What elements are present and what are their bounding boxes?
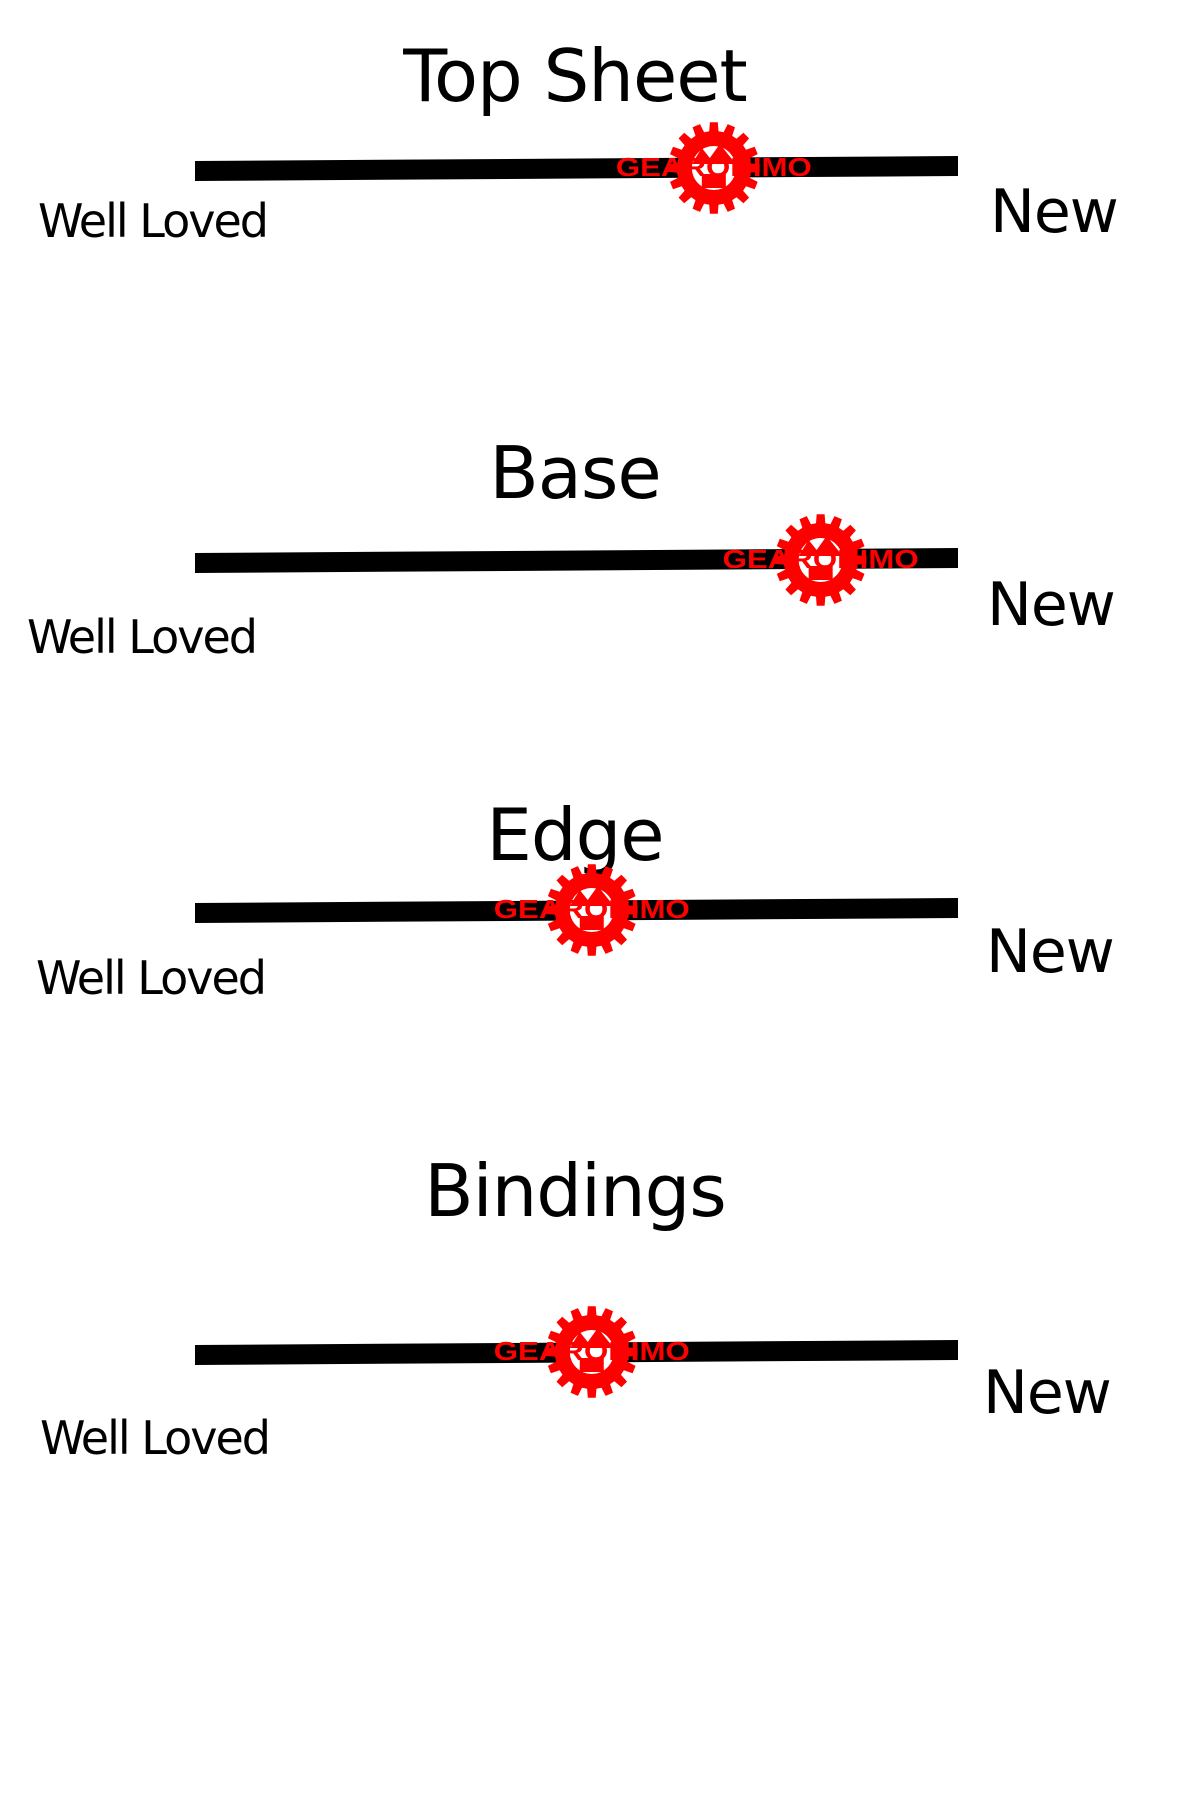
brand-wordmark: GEARONIMO xyxy=(494,1336,690,1366)
gearonimo-rating-marker: GEARONIMO xyxy=(494,864,690,956)
new-label: New xyxy=(983,1358,1112,1428)
scale-title: Bindings xyxy=(424,1149,727,1233)
well-loved-label: Well Loved xyxy=(36,951,267,1005)
gear-base-mark xyxy=(701,174,726,188)
scale-title: Base xyxy=(489,431,661,515)
well-loved-label: Well Loved xyxy=(38,194,269,248)
condition-scale-top-sheet: Top Sheet GEARONIMO Well Loved New xyxy=(0,0,1200,330)
brand-wordmark: GEARONIMO xyxy=(494,894,690,924)
brand-wordmark: GEARONIMO xyxy=(616,152,812,182)
gear-base-mark xyxy=(579,916,604,930)
scale-title: Top Sheet xyxy=(403,34,748,118)
well-loved-label: Well Loved xyxy=(27,610,258,664)
scale-title: Edge xyxy=(486,793,664,877)
scale-line xyxy=(195,156,958,181)
scale-graphic: GEARONIMO xyxy=(195,1306,958,1398)
mountain-icon xyxy=(691,144,736,164)
scale-graphic: GEARONIMO xyxy=(195,864,958,956)
gearonimo-rating-marker: GEARONIMO xyxy=(616,122,812,214)
new-label: New xyxy=(987,570,1116,640)
scale-graphic: GEARONIMO xyxy=(195,514,958,606)
mountain-icon xyxy=(569,886,614,906)
scale-line xyxy=(195,548,958,573)
new-label: New xyxy=(990,177,1119,247)
mountain-icon xyxy=(569,1328,614,1348)
gear-base-mark xyxy=(808,566,833,580)
gearonimo-rating-marker: GEARONIMO xyxy=(723,514,919,606)
condition-scale-bindings: Bindings GEARONIMO Well Loved New xyxy=(0,1110,1200,1461)
condition-scale-base: Base GEARONIMO Well Loved New xyxy=(0,390,1200,720)
new-label: New xyxy=(986,917,1115,987)
well-loved-label: Well Loved xyxy=(40,1411,271,1465)
mountain-icon xyxy=(798,536,843,556)
condition-scale-edge: Edge GEARONIMO Well Loved New xyxy=(0,740,1200,1070)
scale-graphic: GEARONIMO xyxy=(195,122,958,214)
gear-base-mark xyxy=(579,1358,604,1372)
gearonimo-rating-marker: GEARONIMO xyxy=(494,1306,690,1398)
brand-wordmark: GEARONIMO xyxy=(723,544,919,574)
